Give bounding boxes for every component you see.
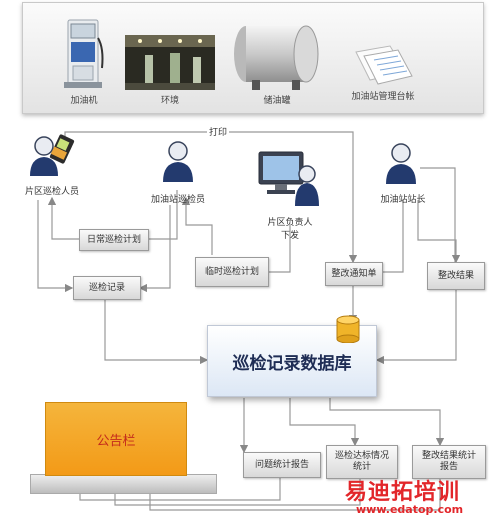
bulletin-board: 公告栏 — [45, 402, 187, 476]
station-head-person-icon — [383, 140, 419, 184]
asset-label-dispenser: 加油机 — [70, 96, 98, 106]
area-manager-label: 片区负责人 — [267, 218, 313, 228]
area-inspector-label: 片区巡检人员 — [24, 187, 79, 197]
asset-label-ledger: 加油站管理台帐 — [351, 92, 415, 102]
compliance-stats-line2: 统计 — [352, 462, 371, 472]
records-box: 巡检记录 — [73, 276, 141, 300]
temp-plan-box: 临时巡检计划 — [195, 257, 269, 287]
rectify-result-box: 整改结果 — [427, 262, 485, 290]
ledger-image — [350, 42, 416, 86]
watermark-logo-text: 易迪拓培训 — [345, 480, 461, 505]
print-label: 打印 — [207, 125, 230, 138]
rectify-notice-box: 整改通知单 — [325, 262, 383, 286]
inspection-database: 巡检记录数据库 — [207, 325, 377, 397]
result-stats-box: 整改结果统计 报告 — [412, 445, 486, 479]
issue-report-box: 问题统计报告 — [243, 452, 321, 478]
area-manager-issue-label: 下发 — [280, 231, 299, 241]
area-manager-computer-icon — [255, 148, 325, 208]
database-cylinder-icon — [335, 315, 361, 344]
asset-label-tank: 储油罐 — [263, 96, 291, 106]
area-inspector-person-icon — [28, 132, 76, 178]
result-stats-line1: 整改结果统计 — [421, 451, 476, 461]
storage-tank-image — [232, 22, 322, 92]
environment-image — [125, 35, 215, 90]
bulletin-board-base — [30, 474, 217, 494]
watermark-url: www.edatop.com — [356, 503, 464, 516]
compliance-stats-line1: 巡检达标情况 — [334, 451, 389, 461]
compliance-stats-box: 巡检达标情况 统计 — [326, 445, 398, 479]
fuel-dispenser-image — [62, 18, 106, 90]
daily-plan-box: 日常巡检计划 — [79, 229, 149, 251]
station-head-label: 加油站站长 — [380, 195, 426, 205]
station-inspector-label: 加油站巡检员 — [150, 195, 205, 205]
station-inspector-person-icon — [160, 138, 196, 182]
asset-label-environment: 环境 — [160, 96, 179, 106]
result-stats-line2: 报告 — [439, 462, 458, 472]
